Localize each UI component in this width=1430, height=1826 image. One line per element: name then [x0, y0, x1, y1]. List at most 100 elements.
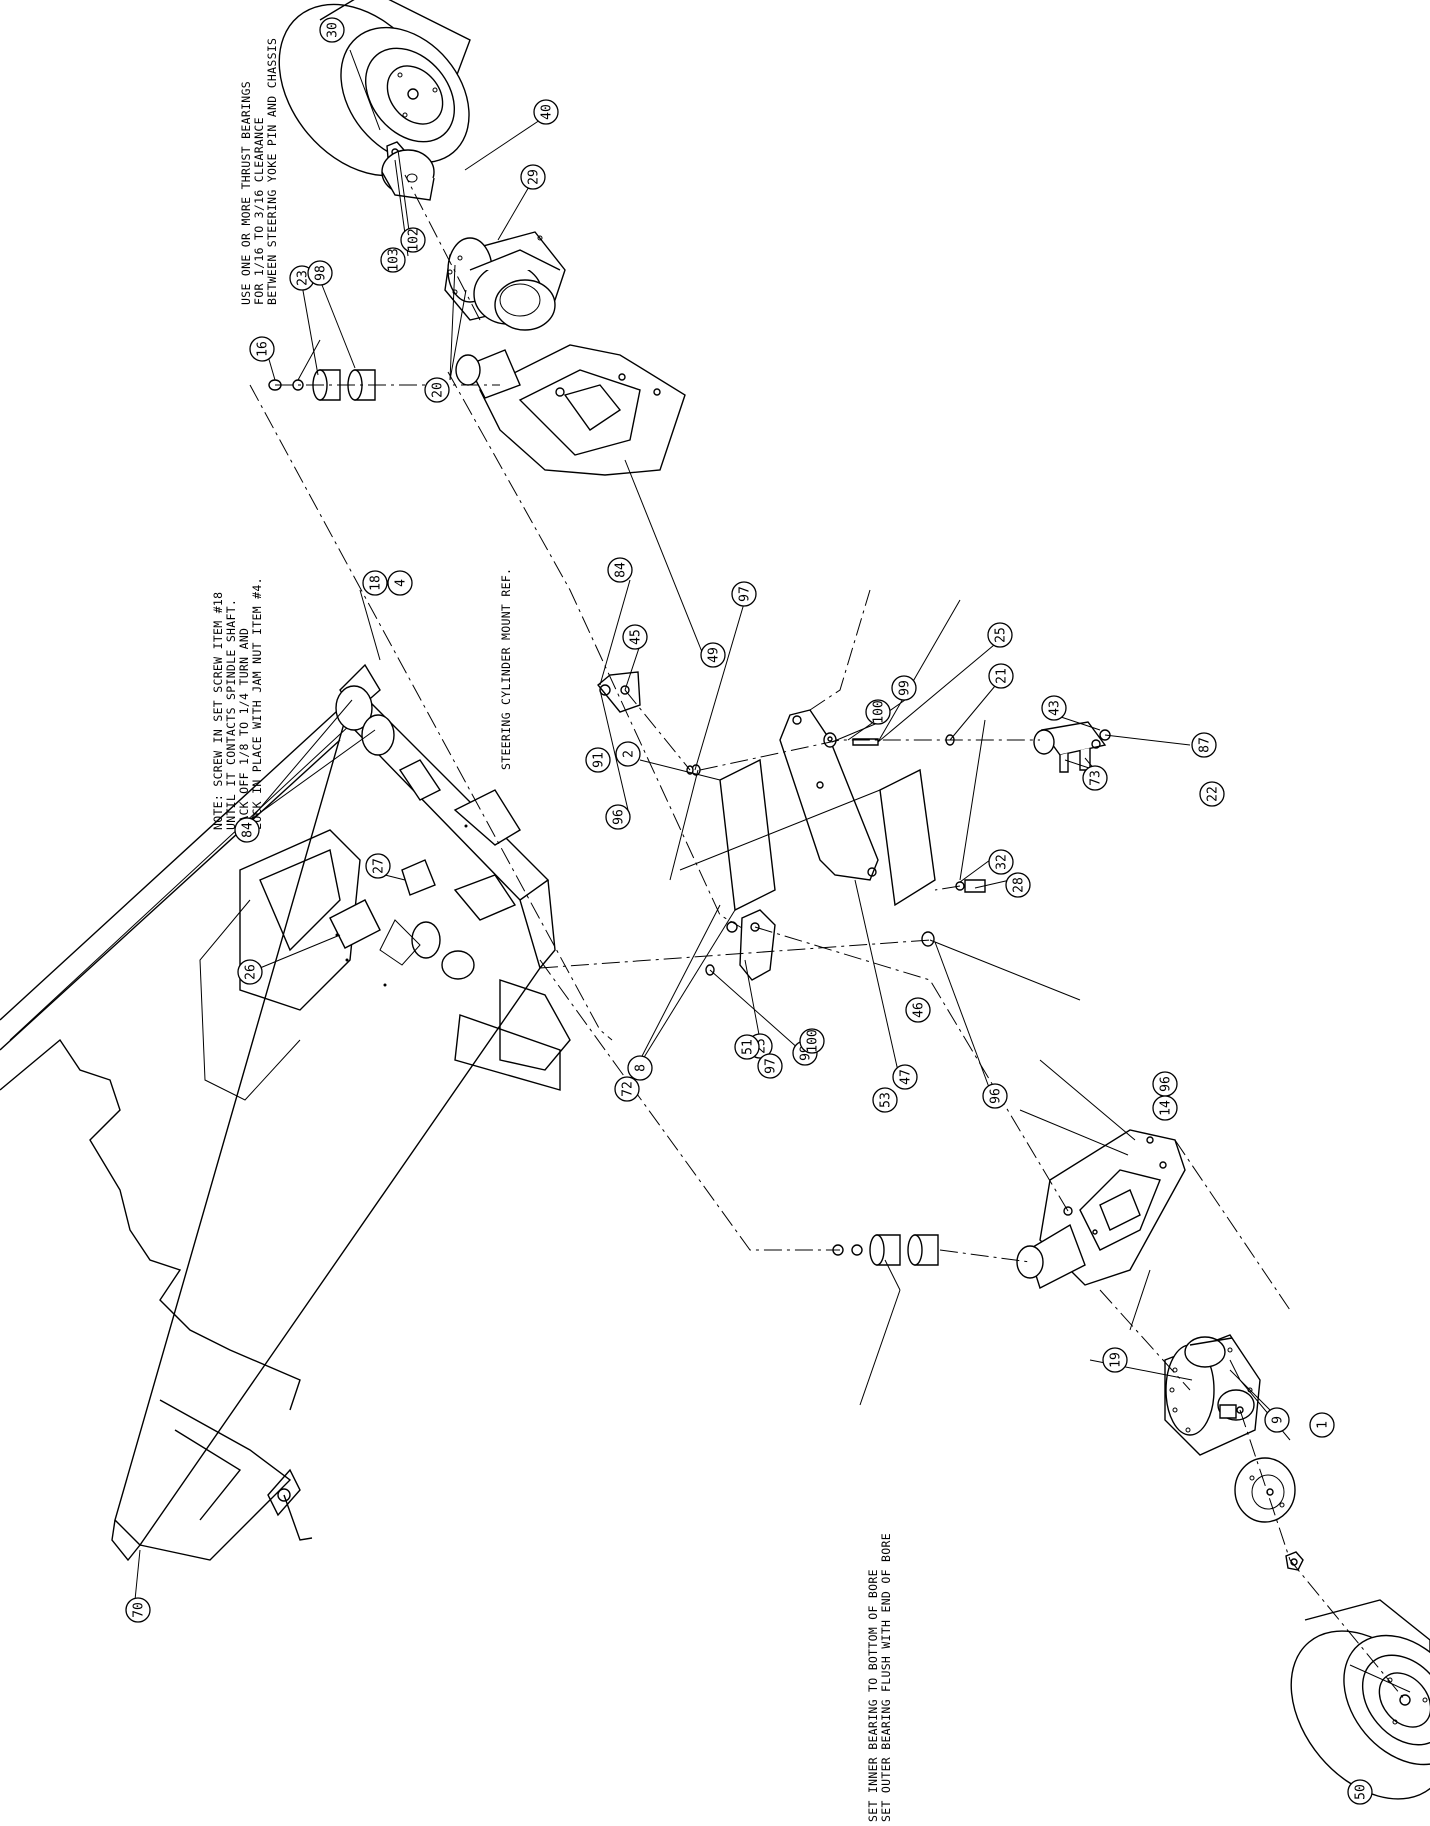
upper-hub-40 — [381, 149, 435, 201]
balloon-label: 73 — [1089, 770, 1104, 786]
balloon-label: 46 — [912, 1002, 927, 1018]
balloon-46: 46 — [905, 997, 931, 1023]
balloon-label: 21 — [995, 668, 1010, 684]
balloon-51: 51 — [734, 1034, 760, 1060]
balloon-label: 84 — [614, 562, 629, 578]
balloon-label: 2 — [622, 750, 637, 758]
balloon-label: 16 — [256, 341, 271, 357]
balloon-label: 18 — [369, 575, 384, 591]
balloon-8: 8 — [627, 1055, 653, 1081]
balloon-14: 14 — [1152, 1095, 1178, 1121]
balloon-98: 98 — [307, 260, 333, 286]
setscrew-note-line-4: LOCK IN PLACE WITH JAM NUT ITEM #4. — [250, 577, 264, 830]
balloon-label: 100 — [872, 700, 887, 723]
balloon-label: 98 — [314, 265, 329, 281]
balloon-label: 103 — [387, 248, 402, 271]
balloon-103: 103 — [380, 247, 406, 273]
balloon-73: 73 — [1082, 765, 1108, 791]
balloon-1: 1 — [1309, 1412, 1335, 1438]
balloon-label: 8 — [634, 1064, 649, 1072]
set-screw-note: NOTE: SCREW IN SET SCREW ITEM #18 UNTIL … — [211, 577, 264, 830]
balloon-87: 87 — [1191, 732, 1217, 758]
balloon-72: 72 — [614, 1076, 640, 1102]
balloon-70: 70 — [125, 1597, 151, 1623]
balloon-97: 97 — [731, 581, 757, 607]
balloon-label: 23 — [296, 270, 311, 286]
balloon-label: 96 — [1159, 1076, 1174, 1092]
balloon-100: 100 — [865, 699, 891, 725]
balloon-label: 99 — [898, 680, 913, 696]
thrust-note-line-2: FOR 1/16 TO 3/16 CLEARANCE — [252, 117, 266, 305]
balloon-26: 26 — [237, 959, 263, 985]
balloon-label: 9 — [1271, 1416, 1286, 1424]
upper-wheel-motor — [444, 231, 566, 331]
balloon-43: 43 — [1041, 695, 1067, 721]
balloon-label: 22 — [1206, 786, 1221, 802]
balloon-47: 47 — [892, 1064, 918, 1090]
chassis-frame — [0, 663, 571, 1562]
balloon-label: 26 — [244, 964, 259, 980]
balloon-84: 84 — [234, 817, 260, 843]
balloon-label: 14 — [1159, 1100, 1174, 1116]
lower-hub — [1234, 1457, 1296, 1523]
balloon-27: 27 — [365, 853, 391, 879]
balloon-label: 1 — [1316, 1421, 1331, 1429]
lower-wheel — [1290, 1599, 1430, 1800]
balloon-84: 84 — [607, 557, 633, 583]
balloon-32: 32 — [988, 849, 1014, 875]
balloon-label: 87 — [1198, 737, 1213, 753]
balloon-label: 28 — [1012, 877, 1027, 893]
balloon-label: 25 — [994, 627, 1009, 643]
centerlines — [249, 174, 1406, 1701]
balloon-label: 97 — [738, 586, 753, 602]
thrust-note-line-1: USE ONE OR MORE THRUST BEARINGS — [239, 81, 253, 305]
bearing-note: SET INNER BEARING TO BOTTOM OF BORE SET … — [866, 1533, 893, 1822]
balloon-label: 30 — [326, 22, 341, 38]
balloon-label: 70 — [132, 1602, 147, 1618]
balloon-label: 91 — [592, 752, 607, 768]
lower-wheel-motor — [1164, 1334, 1261, 1456]
leader-lines — [134, 49, 1411, 1693]
balloon-50: 50 — [1347, 1779, 1373, 1805]
setscrew-note-line-2: UNTIL IT CONTACTS SPINDLE SHAFT. — [224, 599, 238, 830]
bearing-note-line-1: SET INNER BEARING TO BOTTOM OF BORE — [866, 1569, 880, 1822]
balloon-label: 45 — [629, 629, 644, 645]
balloon-96: 96 — [1152, 1071, 1178, 1097]
balloon-label: 32 — [995, 854, 1010, 870]
balloon-label: 47 — [899, 1069, 914, 1085]
upper-wheel — [278, 0, 471, 177]
lower-steering-yoke — [1016, 1129, 1186, 1289]
balloon-40: 40 — [533, 99, 559, 125]
balloon-21: 21 — [988, 663, 1014, 689]
balloon-25: 25 — [987, 622, 1013, 648]
balloon-53: 53 — [872, 1087, 898, 1113]
balloon-2: 2 — [615, 741, 641, 767]
balloon-label: 20 — [431, 382, 446, 398]
steering-linkage — [597, 671, 1111, 981]
balloon-label: 96 — [989, 1088, 1004, 1104]
balloon-49: 49 — [700, 642, 726, 668]
lower-bearing-stack — [832, 1234, 939, 1266]
balloon-9: 9 — [1264, 1407, 1290, 1433]
setscrew-note-line-3: BACK OFF 1/8 TO 1/4 TURN AND — [237, 628, 251, 830]
balloon-label: 96 — [612, 809, 627, 825]
balloon-30: 30 — [319, 17, 345, 43]
balloon-16: 16 — [249, 336, 275, 362]
steering-mount-note: STEERING CYLINDER MOUNT REF. — [499, 568, 513, 770]
balloon-label: 29 — [527, 169, 542, 185]
balloon-label: 43 — [1048, 700, 1063, 716]
balloon-label: 40 — [540, 104, 555, 120]
balloon-label: 49 — [707, 647, 722, 663]
balloon-102: 102 — [400, 227, 426, 253]
balloon-100: 100 — [799, 1028, 825, 1054]
thrust-note-line-3: BETWEEN STEERING YOKE PIN AND CHASSIS — [265, 38, 279, 305]
balloon-label: 102 — [407, 228, 422, 251]
bearing-note-line-2: SET OUTER BEARING FLUSH WITH END OF BORE — [879, 1533, 893, 1822]
balloon-4: 4 — [387, 570, 413, 596]
balloon-97: 97 — [757, 1053, 783, 1079]
balloon-18: 18 — [362, 570, 388, 596]
upper-steering-yoke — [455, 344, 686, 476]
balloon-91: 91 — [585, 747, 611, 773]
balloon-label: 100 — [806, 1029, 821, 1052]
